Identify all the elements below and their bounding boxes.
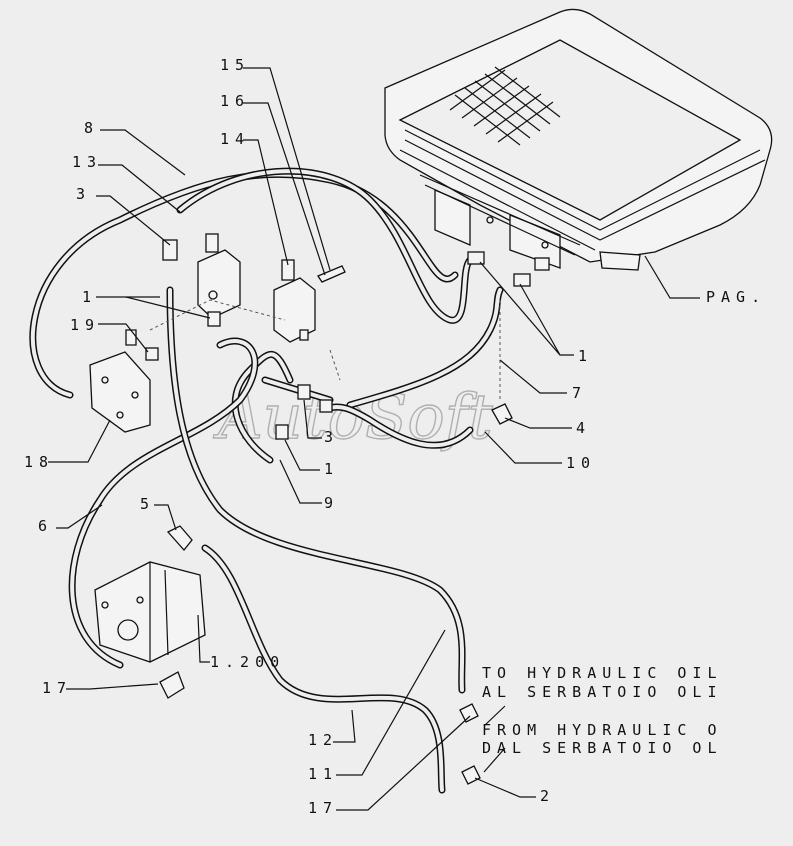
hydraulic-pump [94,561,206,663]
leader-lines [48,67,700,811]
label-13: 13 [72,153,102,171]
label-3-middle: 3 [324,428,339,446]
hoses [29,167,504,794]
label-4: 4 [576,419,591,437]
label-7: 7 [572,384,587,402]
seat-assembly [384,8,773,271]
label-2: 2 [540,787,555,805]
label-17-left: 17 [42,679,72,697]
note-to-hydraulic-1: TO HYDRAULIC OIL [482,664,723,682]
label-15: 15 [220,56,250,74]
label-pag: PAG. [706,288,766,306]
label-3-top: 3 [76,185,91,203]
flow-notes: TO HYDRAULIC OIL AL SERBATOIO OLI FROM H… [482,664,723,757]
note-from-hydraulic-2: DAL SERBATOIO OL [482,739,723,757]
label-10: 10 [566,454,596,472]
note-from-hydraulic-1: FROM HYDRAULIC O [482,721,723,739]
label-1-right: 1 [578,347,593,365]
label-1-left: 1 [82,288,97,306]
components [89,233,550,785]
part-labels: 15 16 14 8 13 3 1 19 18 6 5 17 1.200 12 … [24,56,766,817]
label-14: 14 [220,130,250,148]
label-17-bottom: 17 [308,799,338,817]
label-9: 9 [324,494,339,512]
seat-hatch [449,66,561,146]
label-6: 6 [38,517,53,535]
label-5: 5 [140,495,155,513]
valve-block-14 [273,277,316,343]
hose-8-outer [29,170,459,399]
label-1-200: 1.200 [210,653,285,671]
label-1-middle: 1 [324,460,339,478]
label-8: 8 [84,119,99,137]
screw-15 [317,265,346,283]
valve-block-13 [197,249,241,319]
label-12: 12 [308,731,338,749]
note-to-hydraulic-2: AL SERBATOIO OLI [482,683,723,701]
label-11: 11 [308,765,338,783]
label-16: 16 [220,92,250,110]
label-18: 18 [24,453,54,471]
label-19: 19 [70,316,100,334]
bracket-18 [89,351,151,433]
